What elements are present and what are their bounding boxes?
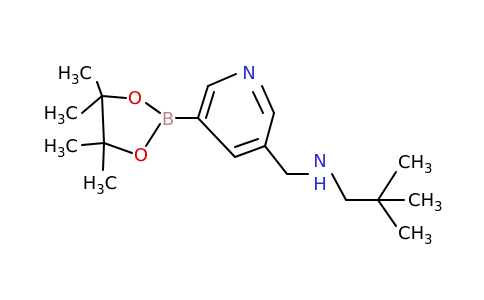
bond-ring-bottom-right-inner — [234, 138, 259, 148]
bond-o-top-c — [101, 95, 127, 99]
bond-c-ch3-d — [102, 142, 105, 171]
methyl-label-c: H3C — [44, 136, 78, 161]
bond-quat-ch3-bottom — [377, 199, 397, 227]
methyl-g-sub: 3 — [424, 233, 432, 248]
atom-o-top: O — [128, 88, 142, 109]
methyl-d-sub: 3 — [96, 183, 104, 198]
methyl-c-post: C — [65, 136, 78, 157]
methyl-c-sub: 3 — [57, 146, 65, 161]
bond-boron-o-top — [145, 102, 161, 114]
methyl-e-pre: CH — [398, 152, 424, 173]
methyl-d-pre: H — [83, 173, 97, 194]
methyl-a-post: C — [79, 63, 92, 84]
methyl-label-a: H3C — [58, 63, 92, 88]
bond-ring-left-inner — [205, 91, 215, 119]
methyl-a-pre: H — [58, 63, 72, 84]
methyl-d-post: C — [105, 173, 118, 194]
methyl-b-post: C — [65, 103, 78, 124]
bond-c-ch3-c — [81, 142, 105, 146]
methyl-a-sub: 3 — [71, 73, 79, 88]
bond-o-bottom-c — [103, 142, 133, 154]
bond-ring-left — [197, 85, 209, 119]
bond-ring-ch2 — [264, 145, 288, 175]
pyridine-ring — [197, 73, 275, 158]
bond-ring-top-right — [261, 85, 275, 114]
bond-boron-o-bottom — [145, 123, 161, 147]
methyl-f-pre: CH — [408, 190, 434, 211]
atom-n-amine: N — [313, 151, 326, 172]
methyl-label-d: H3C — [83, 173, 117, 198]
bond-nh-ch2 — [331, 173, 347, 201]
bond-quat-ch3-top — [377, 171, 397, 201]
methyl-c-pre: H — [44, 136, 58, 157]
atom-o-bottom: O — [134, 145, 148, 166]
methyl-label-f: CH3 — [408, 190, 442, 215]
bond-ring-bottom-right — [234, 145, 266, 158]
methyl-f-sub: 3 — [434, 200, 442, 215]
methyl-label-g: CH3 — [398, 223, 432, 248]
methyl-g-pre: CH — [398, 223, 424, 244]
atom-boron: B — [162, 109, 174, 130]
bond-ring-top-left — [207, 73, 237, 87]
methyl-label-e: CH3 — [398, 152, 432, 177]
atom-n-ring: N — [242, 63, 255, 84]
methyl-label-b: H3C — [44, 103, 78, 128]
bond-ring-right — [264, 112, 275, 147]
bond-ring-bottom-left — [197, 117, 236, 158]
methyl-e-sub: 3 — [424, 162, 432, 177]
bond-ring-top-right-inner — [252, 91, 264, 114]
methyl-b-sub: 3 — [57, 113, 65, 128]
methyl-b-pre: H — [44, 103, 58, 124]
bond-c-ch3-a — [96, 81, 103, 97]
bond-c-c — [101, 95, 105, 144]
atom-h-amine: H — [313, 174, 327, 195]
bond-c-ch3-b — [81, 95, 103, 114]
